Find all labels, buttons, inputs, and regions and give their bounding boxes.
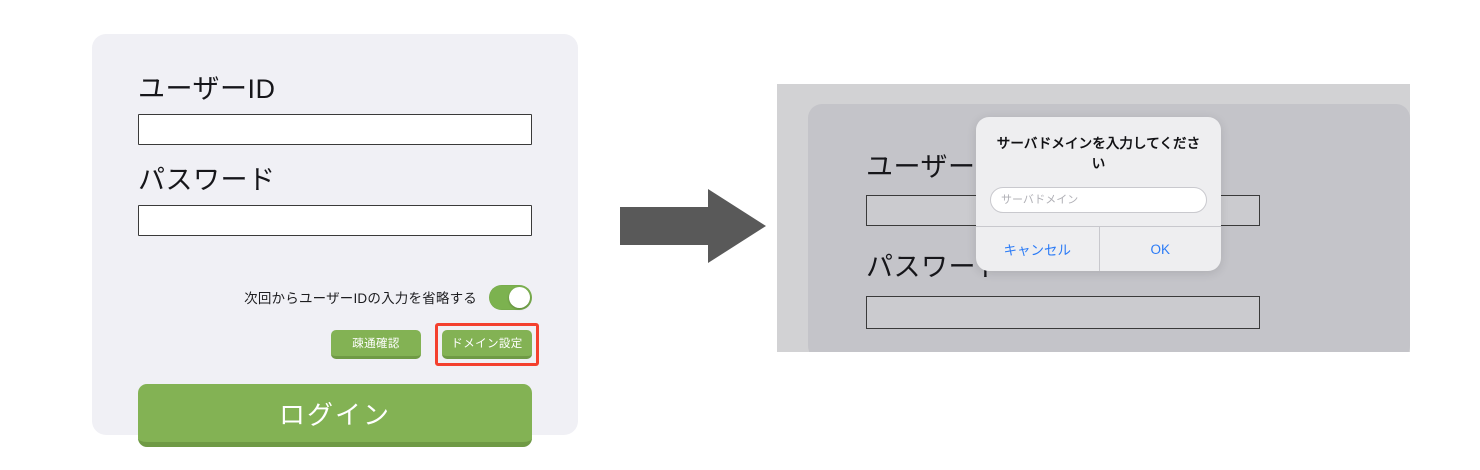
domain-settings-highlight-box: ドメイン設定 bbox=[435, 323, 539, 366]
password-input[interactable] bbox=[138, 205, 532, 236]
secondary-button-row: 疎通確認 ドメイン設定 bbox=[138, 323, 539, 366]
dimmed-userid-label: ユーザー bbox=[866, 152, 976, 182]
connectivity-check-button[interactable]: 疎通確認 bbox=[331, 330, 421, 359]
remember-userid-toggle[interactable] bbox=[489, 284, 532, 310]
password-label: パスワード bbox=[138, 165, 276, 195]
domain-settings-button[interactable]: ドメイン設定 bbox=[442, 330, 532, 359]
alert-button-row: キャンセル OK bbox=[976, 226, 1222, 272]
dimmed-password-input bbox=[866, 296, 1260, 329]
userid-label: ユーザーID bbox=[138, 74, 276, 104]
remember-userid-row: 次回からユーザーIDの入力を省略する bbox=[138, 283, 532, 311]
password-field-block: パスワード bbox=[138, 167, 532, 236]
alert-input-wrapper bbox=[976, 173, 1221, 226]
server-domain-alert-dialog: サーバドメインを入力してください キャンセル OK bbox=[976, 117, 1222, 272]
right-arrow-icon bbox=[620, 189, 766, 263]
server-domain-input[interactable] bbox=[990, 187, 1207, 214]
userid-input[interactable] bbox=[138, 114, 532, 145]
toggle-knob bbox=[509, 286, 530, 308]
userid-field-block: ユーザーID bbox=[138, 76, 532, 145]
alert-ok-button[interactable]: OK bbox=[1098, 227, 1222, 272]
alert-cancel-button[interactable]: キャンセル bbox=[976, 227, 1099, 271]
alert-title: サーバドメインを入力してください bbox=[996, 136, 1201, 171]
login-button[interactable]: ログイン bbox=[138, 384, 532, 447]
login-card: ユーザーID パスワード 次回からユーザーIDの入力を省略する 疎通確認 ドメイ… bbox=[92, 34, 578, 447]
remember-userid-label: 次回からユーザーIDの入力を省略する bbox=[244, 291, 477, 306]
